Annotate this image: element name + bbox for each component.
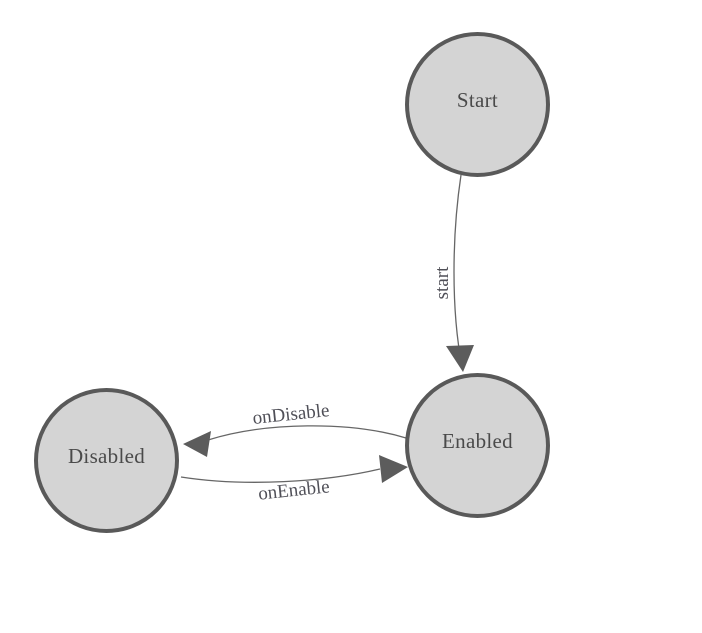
node-start[interactable]: Start (405, 32, 550, 177)
edge-disabled-to-enabled[interactable] (180, 468, 381, 483)
arrowhead-start-to-enabled-icon (446, 345, 474, 372)
arrowhead-enabled-to-disabled-icon (183, 431, 211, 457)
node-disabled-label: Disabled (67, 443, 146, 468)
node-enabled[interactable]: Enabled (405, 373, 550, 518)
edge-start-to-enabled[interactable] (453, 174, 463, 367)
node-disabled[interactable]: Disabled (34, 388, 179, 533)
arrowhead-disabled-to-enabled-icon (379, 455, 408, 483)
edge-enabled-to-disabled[interactable] (207, 425, 407, 441)
node-start-label: Start (456, 87, 499, 112)
node-enabled-label: Enabled (442, 428, 513, 453)
